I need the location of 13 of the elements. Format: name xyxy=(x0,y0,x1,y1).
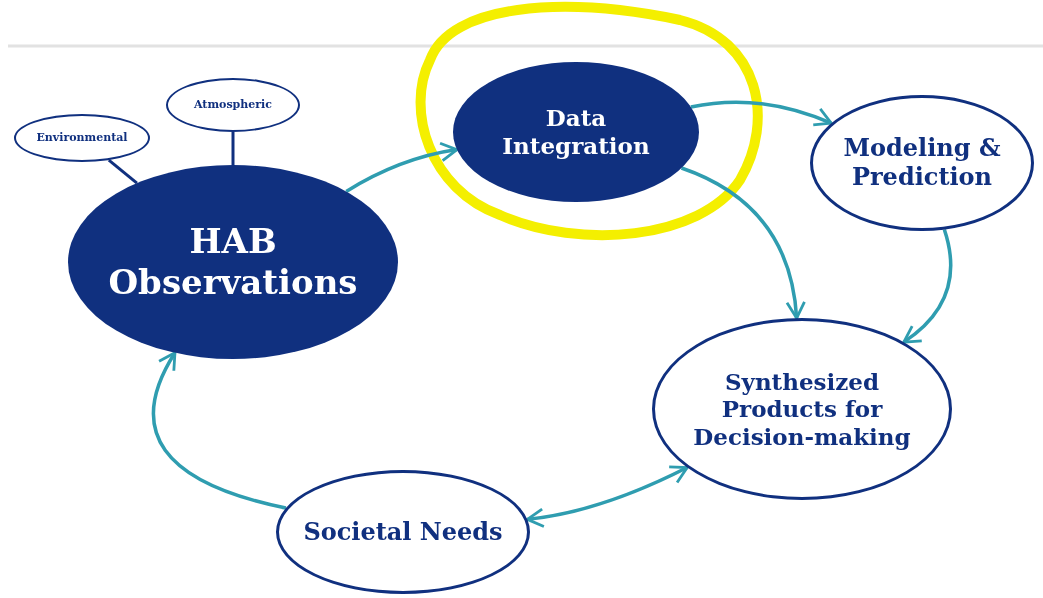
node-label: Societal Needs xyxy=(303,517,503,547)
arrow xyxy=(690,100,833,127)
node-label: Synthesized Products for Decision-making xyxy=(692,367,912,451)
node-label: Data Integration xyxy=(501,104,651,160)
arrow xyxy=(525,465,689,528)
node-label: Atmospheric xyxy=(194,98,272,112)
node-label: Modeling & Prediction xyxy=(842,134,1002,192)
connector-line xyxy=(231,132,235,165)
node-label: Environmental xyxy=(36,131,128,145)
arrow xyxy=(680,166,806,320)
node-label: HAB Observations xyxy=(107,221,359,303)
arrow xyxy=(345,142,459,193)
arrow xyxy=(902,229,953,344)
